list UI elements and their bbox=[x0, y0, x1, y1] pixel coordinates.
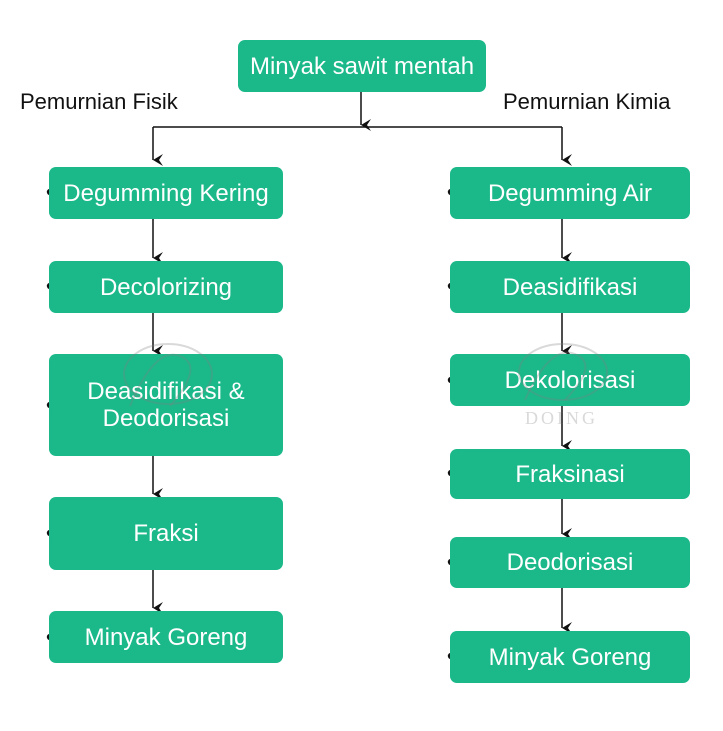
right-step-degumming-air: Degumming Air bbox=[450, 167, 690, 219]
left-step-minyak-goreng: Minyak Goreng bbox=[49, 611, 283, 663]
right-step-dekolorisasi: Dekolorisasi bbox=[450, 354, 690, 406]
step-label: Decolorizing bbox=[99, 273, 233, 301]
root-node: Minyak sawit mentah bbox=[238, 40, 486, 92]
step-label: Fraksi bbox=[133, 520, 199, 547]
step-label: Deasidifikasi bbox=[502, 273, 638, 301]
left-step-degumming-kering: Degumming Kering bbox=[49, 167, 283, 219]
left-branch-title: Pemurnian Fisik bbox=[20, 89, 178, 114]
left-step-fraksi: Fraksi bbox=[49, 497, 283, 570]
step-label-line-2: Deodorisasi bbox=[102, 405, 230, 432]
step-label: Minyak Goreng bbox=[84, 623, 248, 651]
right-step-deodorisasi: Deodorisasi bbox=[450, 537, 690, 588]
step-label: Deodorisasi bbox=[506, 549, 634, 576]
right-step-minyak-goreng: Minyak Goreng bbox=[450, 631, 690, 683]
left-step-decolorizing: Decolorizing bbox=[49, 261, 283, 313]
right-step-fraksinasi: Fraksinasi bbox=[450, 449, 690, 499]
right-step-deasidifikasi: Deasidifikasi bbox=[450, 261, 690, 313]
step-label: Degumming Kering bbox=[63, 179, 269, 207]
step-label-line-1: Deasidifikasi & bbox=[87, 378, 245, 405]
step-label: Minyak Goreng bbox=[488, 643, 652, 671]
root-node-label: Minyak sawit mentah bbox=[249, 52, 475, 80]
watermark-text: DOING bbox=[525, 408, 598, 428]
step-label: Degumming Air bbox=[487, 179, 653, 207]
step-label: Dekolorisasi bbox=[504, 366, 636, 394]
right-branch-title: Pemurnian Kimia bbox=[503, 89, 671, 114]
left-step-deasidifikasi-deodorisasi: Deasidifikasi & Deodorisasi bbox=[49, 354, 283, 456]
step-label: Fraksinasi bbox=[515, 460, 625, 488]
